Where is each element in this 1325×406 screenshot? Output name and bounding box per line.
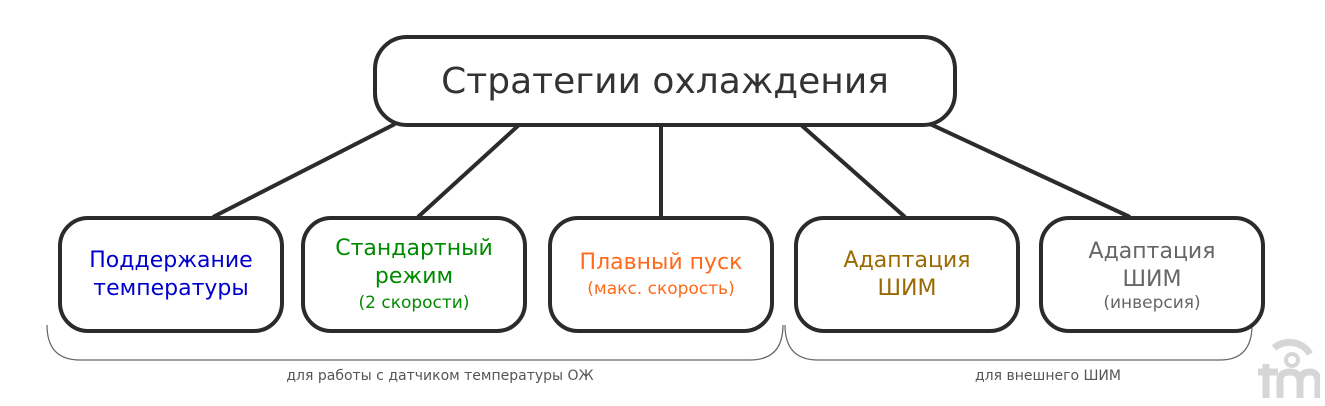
- connector-4: [798, 122, 907, 219]
- strategy-label: температуры: [93, 275, 249, 301]
- brace-temp-sensor: [46, 324, 784, 361]
- strategy-label: Адаптация: [1088, 238, 1216, 264]
- strategy-soft-start: Плавный пуск (макс. скорость): [548, 216, 774, 333]
- strategy-sublabel: (2 скорости): [358, 292, 470, 313]
- strategy-label: Стандартный: [335, 235, 493, 261]
- group-label-temp-sensor: для работы с датчиком температуры ОЖ: [286, 368, 594, 384]
- strategy-sublabel: (макс. скорость): [587, 278, 735, 299]
- strategy-standard-mode: Стандартный режим (2 скорости): [301, 216, 527, 333]
- brace-external-pwm: [784, 324, 1253, 361]
- root-node: Стратегии охлаждения: [373, 35, 957, 127]
- strategy-temperature-hold: Поддержание температуры: [58, 216, 284, 333]
- connector-1: [212, 122, 396, 219]
- connector-2: [416, 122, 522, 219]
- strategy-label: Поддержание: [89, 247, 253, 273]
- strategy-label: ШИМ: [877, 275, 937, 301]
- watermark-logo-icon: [1258, 338, 1320, 398]
- connector-5: [929, 122, 1131, 219]
- strategy-pwm-adaptation: Адаптация ШИМ: [794, 216, 1020, 333]
- root-title: Стратегии охлаждения: [441, 60, 889, 102]
- strategy-pwm-adaptation-inverted: Адаптация ШИМ (инверсия): [1039, 216, 1265, 333]
- strategy-label: ШИМ: [1122, 266, 1182, 292]
- strategy-label: Адаптация: [843, 247, 971, 273]
- strategy-label: Плавный пуск: [579, 249, 743, 275]
- strategy-sublabel: (инверсия): [1103, 292, 1201, 313]
- strategy-label: режим: [374, 263, 454, 289]
- group-label-external-pwm: для внешнего ШИМ: [975, 368, 1121, 384]
